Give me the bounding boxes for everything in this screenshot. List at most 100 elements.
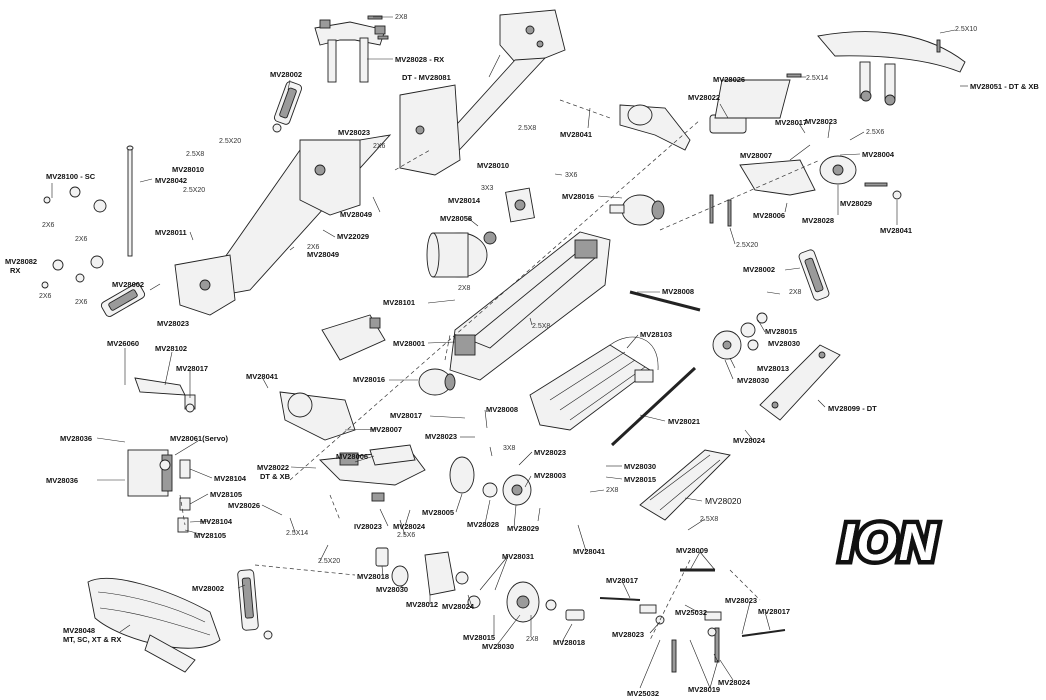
spur-gears — [712, 312, 768, 360]
label-mv28011: MV28011 — [155, 228, 187, 237]
label-mv28002-b: MV28002 — [743, 265, 775, 274]
label-mv28030-a: MV28030 — [768, 339, 800, 348]
label-3x6: 3X6 — [565, 172, 578, 179]
label-mv28005: MV28005 — [422, 508, 454, 517]
label-mv28036-b: MV28036 — [46, 476, 78, 485]
label-2-5x8-c: 2.5X8 — [532, 323, 550, 330]
servo-mounts — [177, 459, 191, 533]
rear-screws-right — [709, 182, 902, 227]
label-mv28023-g: MV28023 — [612, 630, 644, 639]
front-shock-lower — [237, 569, 273, 640]
label-2-5x8-a: 2.5X8 — [518, 125, 536, 132]
label-2-5x10: 2.5X10 — [955, 26, 977, 33]
label-mv28103: MV28103 — [640, 330, 672, 339]
rear-arm-assembly — [619, 79, 857, 196]
front-body-post-mount — [314, 19, 386, 83]
label-dt-mv28081: DT - MV28081 — [402, 73, 451, 82]
label-mv28021: MV28021 — [668, 417, 700, 426]
label-mv28016-b: MV28016 — [353, 375, 385, 384]
label-mv28031: MV28031 — [502, 552, 534, 561]
label-mv28030-d: MV28030 — [376, 585, 408, 594]
label-2-5x20-a: 2.5X20 — [219, 138, 241, 145]
front-left-shock-2 — [100, 283, 146, 317]
label-mv28030-b: MV28030 — [737, 376, 769, 385]
label-2-5x20-b: 2.5X20 — [183, 187, 205, 194]
rear-differential — [609, 194, 665, 226]
label-mv28023-a: MV28023 — [805, 117, 837, 126]
front-chassis-rail — [174, 134, 392, 316]
label-mv28017-b: MV28017 — [176, 364, 208, 373]
label-mv28010-b: MV28010 — [477, 161, 509, 170]
label-mv28023-b: MV28023 — [338, 128, 370, 137]
label-2x6-f: 2X6 — [75, 299, 88, 306]
label-mv28023-c: MV28023 — [157, 319, 189, 328]
hex-hubs-left — [41, 186, 107, 289]
chassis-brace-dt — [759, 344, 841, 421]
center-drive-shaft — [610, 290, 701, 447]
label-mv28029-b: MV28029 — [507, 524, 539, 533]
label-mv28024-d: MV28024 — [718, 678, 751, 687]
label-2-5x6-a: 2.5X6 — [866, 129, 884, 136]
label-mv28104-a: MV28104 — [214, 474, 247, 483]
servo — [127, 449, 173, 497]
label-mv28058: MV28058 — [440, 214, 472, 223]
label-2x6-a: 2X6 — [373, 143, 386, 150]
front-hub-assembly — [279, 391, 356, 441]
label-mv28004: MV28004 — [862, 150, 895, 159]
receiver-box — [321, 314, 386, 361]
label-3x3: 3X3 — [481, 185, 494, 192]
label-mv28018-b: MV28018 — [553, 638, 585, 647]
battery-pack — [529, 336, 659, 431]
ion-logo-fill: ION — [840, 514, 939, 572]
label-2x6-d: 2X6 — [307, 244, 320, 251]
label-mv28003: MV28003 — [534, 471, 566, 480]
diff-gear-bottom — [375, 547, 585, 623]
label-mv28022-a: MV28022 — [688, 93, 720, 102]
label-mv28048: MV28048 — [63, 626, 95, 635]
label-mv28041-b: MV28041 — [880, 226, 912, 235]
label-2x8-d: 2X8 — [606, 487, 619, 494]
rear-right-shock — [798, 249, 830, 301]
label-mv28023-f: MV28023 — [725, 596, 757, 605]
label-mv28028-c: MV28028 — [467, 520, 499, 529]
label-mv28019: MV28019 — [688, 685, 720, 694]
label-mv28006-a: MV28006 — [753, 211, 785, 220]
motor — [426, 231, 497, 278]
label-mv28015-b: MV28015 — [624, 475, 656, 484]
label-mv28007-a: MV28007 — [740, 151, 772, 160]
label-mv28001: MV28001 — [393, 339, 425, 348]
parts-layer — [41, 9, 966, 673]
label-mv26060: MV26060 — [107, 339, 139, 348]
label-mv28015-a: MV28015 — [765, 327, 797, 336]
label-mv28024-a: MV28024 — [733, 436, 766, 445]
leader-lines — [51, 16, 968, 689]
label-mv28008-a: MV28008 — [662, 287, 694, 296]
label-mv28022-b: MV28022 — [257, 463, 289, 472]
motor-mount-plate — [505, 187, 535, 223]
part-labels: 2X8 MV28028 - RX DT - MV28081 2.5X10 MV2… — [5, 14, 1039, 698]
label-mv28105-a: MV28105 — [210, 490, 242, 499]
label-mv28049-a: MV28049 — [340, 210, 372, 219]
label-mv28030-e: MV28030 — [482, 642, 514, 651]
label-mv28104-b: MV28104 — [200, 517, 233, 526]
label-mv28024-c: MV28024 — [442, 602, 475, 611]
label-mv28007-b: MV28007 — [370, 425, 402, 434]
label-2x8-c: 2X8 — [789, 289, 802, 296]
label-mv28012: MV28012 — [406, 600, 438, 609]
label-iv28023: IV28023 — [354, 522, 382, 531]
front-left-shock — [272, 81, 303, 133]
front-bumper — [87, 578, 221, 673]
label-mv28002-a: MV28002 — [270, 70, 302, 79]
label-mt-sc-xt-rx: MT, SC, XT & RX — [63, 635, 121, 644]
label-mv28010-a: MV28010 — [172, 165, 204, 174]
front-differential — [418, 368, 456, 396]
label-mv28002-d: MV28002 — [192, 584, 224, 593]
label-mv28041-c: MV28041 — [246, 372, 278, 381]
label-mv28049-b: MV28049 — [307, 250, 339, 259]
label-mv28041-a: MV28041 — [560, 130, 592, 139]
steering-knuckle — [449, 456, 532, 506]
label-2-5x20-c: 2.5X20 — [736, 242, 758, 249]
label-mv28100-sc: MV28100 - SC — [46, 172, 96, 181]
label-mv28014: MV28014 — [448, 196, 481, 205]
